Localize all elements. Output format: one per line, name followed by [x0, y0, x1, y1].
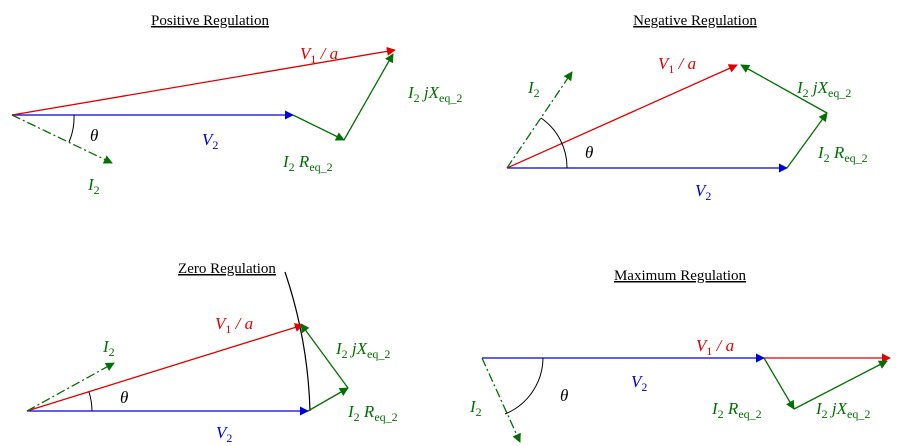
positive-theta-label: θ — [90, 126, 98, 145]
zero-ir-phasor — [307, 387, 349, 412]
zero-regulation-title: Zero Regulation — [178, 261, 276, 277]
positive-ix-label: I2 jXeq_2 — [407, 83, 462, 105]
maximum-ix-label: I2 jXeq_2 — [815, 399, 870, 421]
negative-i2-label: I2 — [527, 78, 540, 100]
negative-regulation-title: Negative Regulation — [633, 13, 757, 29]
negative-ir-label: I2 Req_2 — [817, 143, 868, 165]
negative-regulation-diagram: Negative Regulation V1 / a V2 I2 θ I2 Re… — [506, 13, 868, 203]
maximum-ir-label: I2 Req_2 — [711, 399, 762, 421]
maximum-theta-label: θ — [560, 386, 568, 405]
negative-v2-label: V2 — [695, 181, 711, 203]
negative-theta-label: θ — [585, 143, 593, 162]
maximum-ir-phasor — [763, 357, 795, 410]
positive-ix-phasor — [343, 53, 394, 141]
maximum-v1-label: V1 / a — [696, 336, 734, 358]
zero-ir-label: I2 Req_2 — [347, 402, 398, 424]
negative-theta-arc — [540, 117, 568, 169]
positive-ir-phasor — [292, 114, 345, 141]
zero-i2-label: I2 — [102, 337, 115, 359]
zero-ix-phasor — [300, 323, 349, 389]
maximum-theta-arc — [504, 357, 544, 415]
negative-ix-label: I2 jXeq_2 — [796, 78, 851, 100]
maximum-i2-phasor — [481, 357, 521, 443]
negative-ir-phasor — [786, 112, 828, 169]
negative-ix-phasor — [740, 64, 828, 114]
maximum-regulation-diagram: Maximum Regulation V1 / a V2 I2 θ I2 Req… — [469, 268, 891, 443]
negative-i2-phasor — [506, 71, 573, 169]
zero-v2-label: V2 — [216, 423, 232, 445]
positive-v2-label: V2 — [202, 130, 218, 152]
positive-i2-label: I2 — [87, 175, 100, 197]
zero-v1-phasor — [26, 323, 304, 412]
maximum-v2-label: V2 — [631, 372, 647, 394]
zero-ix-label: I2 jXeq_2 — [335, 339, 390, 361]
negative-v1-label: V1 / a — [658, 54, 696, 76]
maximum-regulation-title: Maximum Regulation — [614, 268, 747, 284]
positive-regulation-diagram: Positive Regulation V1 / a V2 I2 θ I2 Re… — [11, 13, 462, 197]
zero-constant-magnitude-arc — [284, 271, 311, 412]
zero-regulation-diagram: Zero Regulation V1 / a V2 I2 θ I2 Req_2 … — [26, 261, 398, 445]
zero-v1-label: V1 / a — [215, 314, 253, 336]
positive-v1-label: V1 / a — [300, 44, 338, 66]
positive-v1-phasor — [11, 46, 396, 116]
positive-theta-arc — [68, 114, 75, 143]
negative-v1-phasor — [506, 64, 738, 169]
positive-ir-label: I2 Req_2 — [282, 152, 333, 174]
positive-regulation-title: Positive Regulation — [151, 13, 269, 29]
zero-i2-phasor — [26, 362, 115, 412]
zero-theta-label: θ — [120, 388, 128, 407]
maximum-ix-phasor — [793, 360, 888, 410]
zero-theta-arc — [88, 391, 93, 412]
positive-i2-phasor — [11, 114, 113, 164]
maximum-i2-label: I2 — [469, 397, 482, 419]
